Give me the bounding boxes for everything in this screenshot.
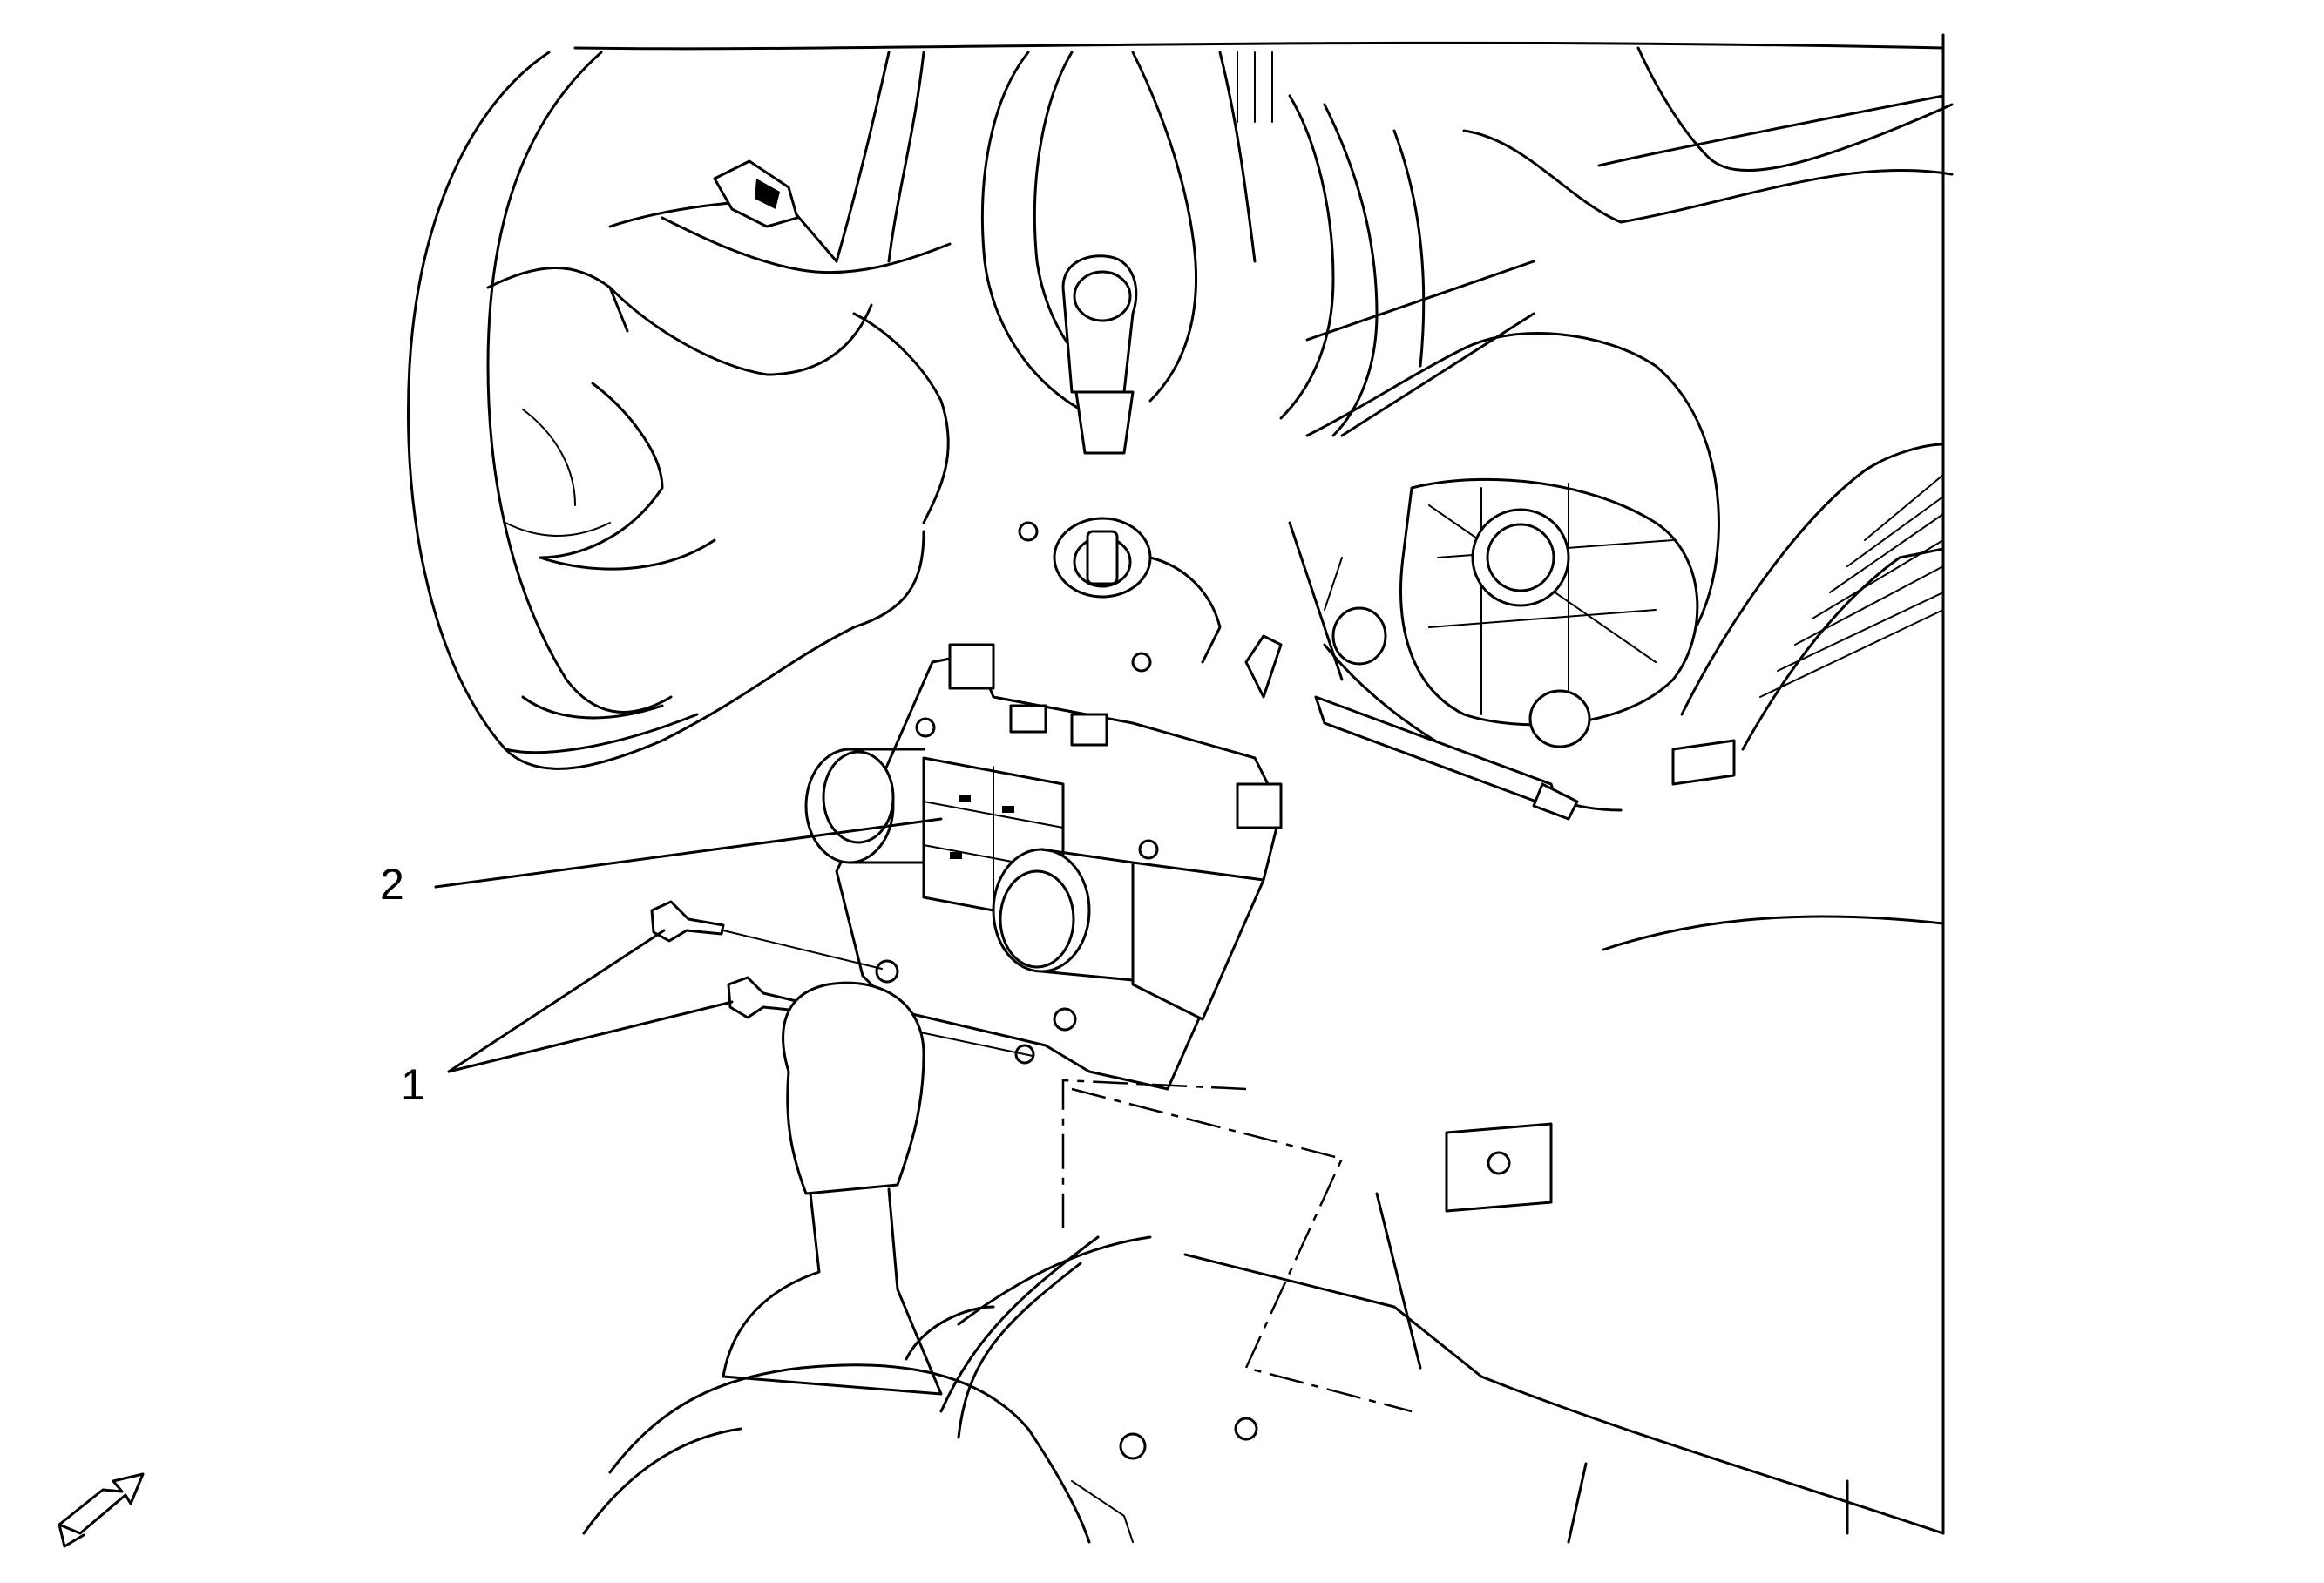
- air-vent: [1305, 260, 1945, 786]
- instrument-panel: [573, 33, 1954, 1544]
- view-direction-arrow-icon: [58, 1472, 145, 1548]
- callout-label-2: 2: [380, 860, 404, 909]
- leader-line-1a: [447, 929, 666, 1073]
- gear-shifter: [582, 981, 1553, 1544]
- leader-line-2: [434, 817, 943, 889]
- hvac-control-module: [804, 643, 1283, 1091]
- headlamp-switch: [1018, 517, 1222, 673]
- callout-leaders: [434, 817, 943, 1073]
- callout-label-1: 1: [401, 1060, 425, 1109]
- steering-wheel: [407, 51, 952, 770]
- hvac-control-bolts: [650, 900, 802, 1019]
- leader-line-1b: [447, 1000, 734, 1073]
- instrument-cluster: [980, 51, 1426, 455]
- radio-center-stack: [1244, 332, 1720, 821]
